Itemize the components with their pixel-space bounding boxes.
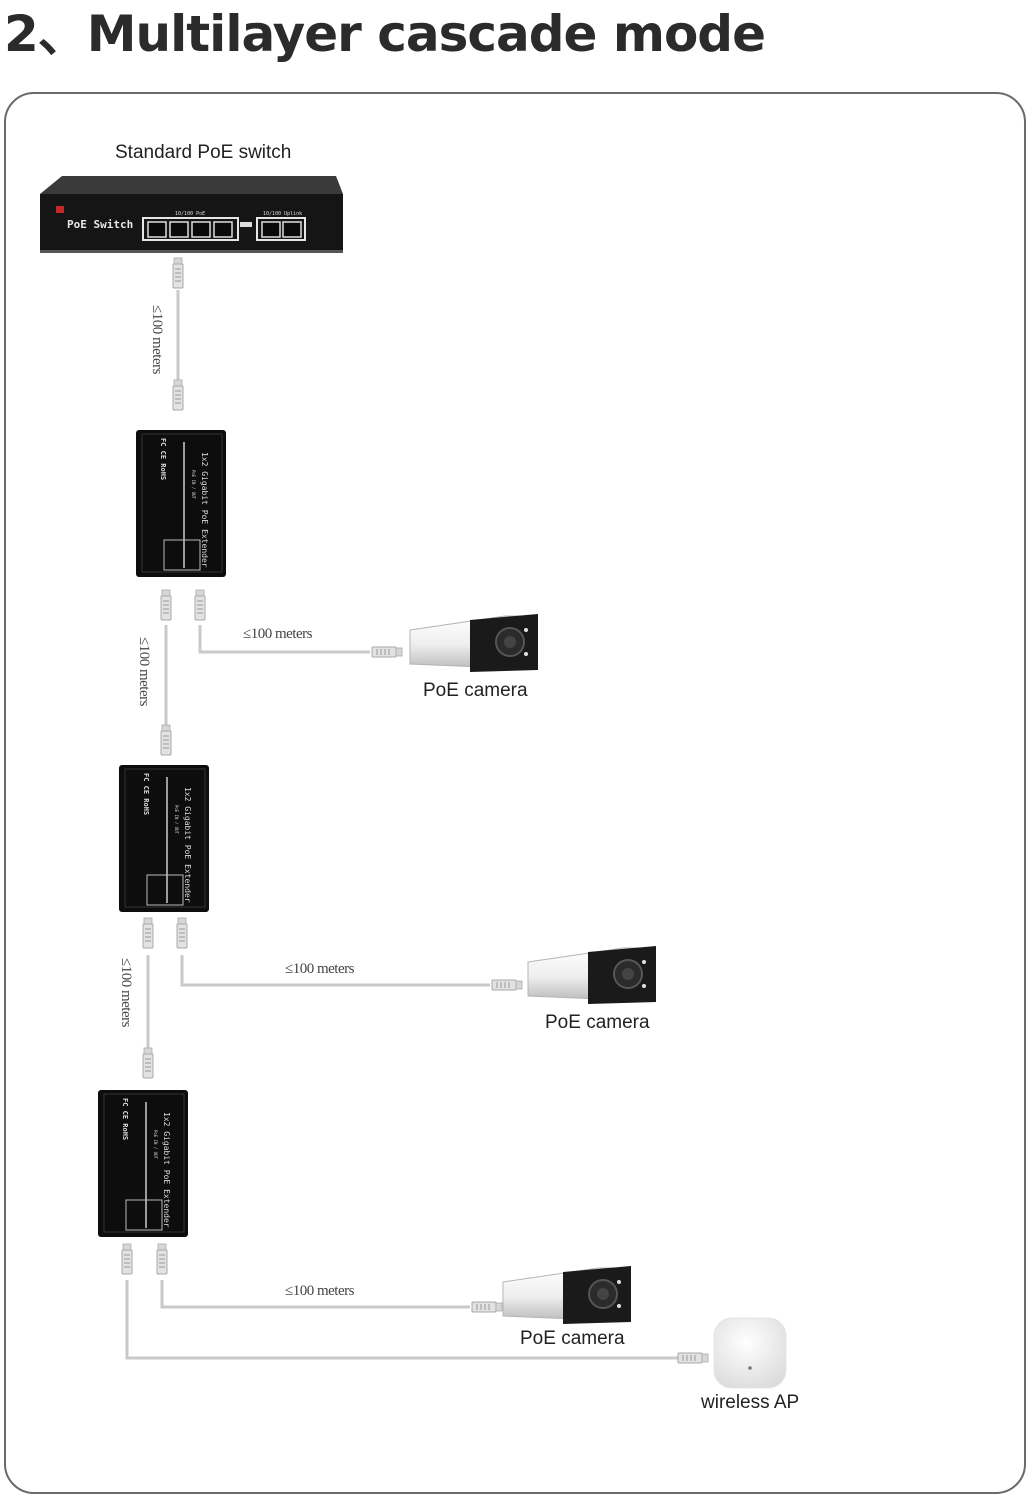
page-heading: 2、Multilayer cascade mode [4,5,766,63]
switch-brand: PoE Switch [67,218,133,231]
extender-1-product-text: 1x2 Gigabit PoE Extender [200,452,209,568]
switch-uplink-label: 10/100 Uplink [263,211,302,217]
camera-1-label: PoE camera [423,680,528,701]
cables [125,290,678,1360]
camera-2-label: PoE camera [545,1012,650,1033]
distance-label-ext2-cam2: ≤100 meters [285,961,355,977]
distance-label-ext1-ext2: ≤100 meters [136,637,152,707]
extender-3-ports-text: PoE IN / OUT [153,1130,158,1159]
poe-extender-2: 1x2 Gigabit PoE Extender FC CE RoHS PoE … [119,765,209,912]
switch-ports [142,217,306,241]
distance-label-ext3-cam3: ≤100 meters [285,1283,355,1299]
poe-extender-3: 1x2 Gigabit PoE Extender FC CE RoHS PoE … [98,1090,188,1237]
switch-logo-icon [56,206,64,213]
extender-3-product-text: 1x2 Gigabit PoE Extender [162,1112,171,1228]
extender-2-product-text: 1x2 Gigabit PoE Extender [183,787,192,903]
ap-label: wireless AP [700,1392,799,1413]
distance-label-ext2-ext3: ≤100 meters [118,958,134,1028]
cable-connectors [121,257,709,1364]
poe-switch: PoE Switch 10/100 PoE 10/100 Uplink [40,176,343,253]
switch-label: Standard PoE switch [115,142,291,163]
camera-3-label: PoE camera [520,1328,625,1349]
extender-1-ports-text: PoE IN / OUT [191,470,196,499]
extender-2-ports-text: PoE IN / OUT [174,805,179,834]
extender-1-cert-text: FC CE RoHS [159,438,167,480]
extender-3-cert-text: FC CE RoHS [121,1098,129,1140]
diagram-frame [4,92,1026,1494]
poe-camera-3 [502,1266,631,1324]
distance-label-switch-ext1: ≤100 meters [149,305,165,375]
switch-port-group-label: 10/100 PoE [175,211,205,217]
poe-camera-1 [409,614,538,672]
distance-label-ext1-cam1: ≤100 meters [243,626,313,642]
poe-camera-2 [527,946,656,1004]
poe-extender-1: 1x2 Gigabit PoE Extender FC CE RoHS PoE … [136,430,226,577]
wireless-ap [713,1317,787,1389]
extender-2-cert-text: FC CE RoHS [142,773,150,815]
ap-status-led-icon [748,1366,752,1370]
